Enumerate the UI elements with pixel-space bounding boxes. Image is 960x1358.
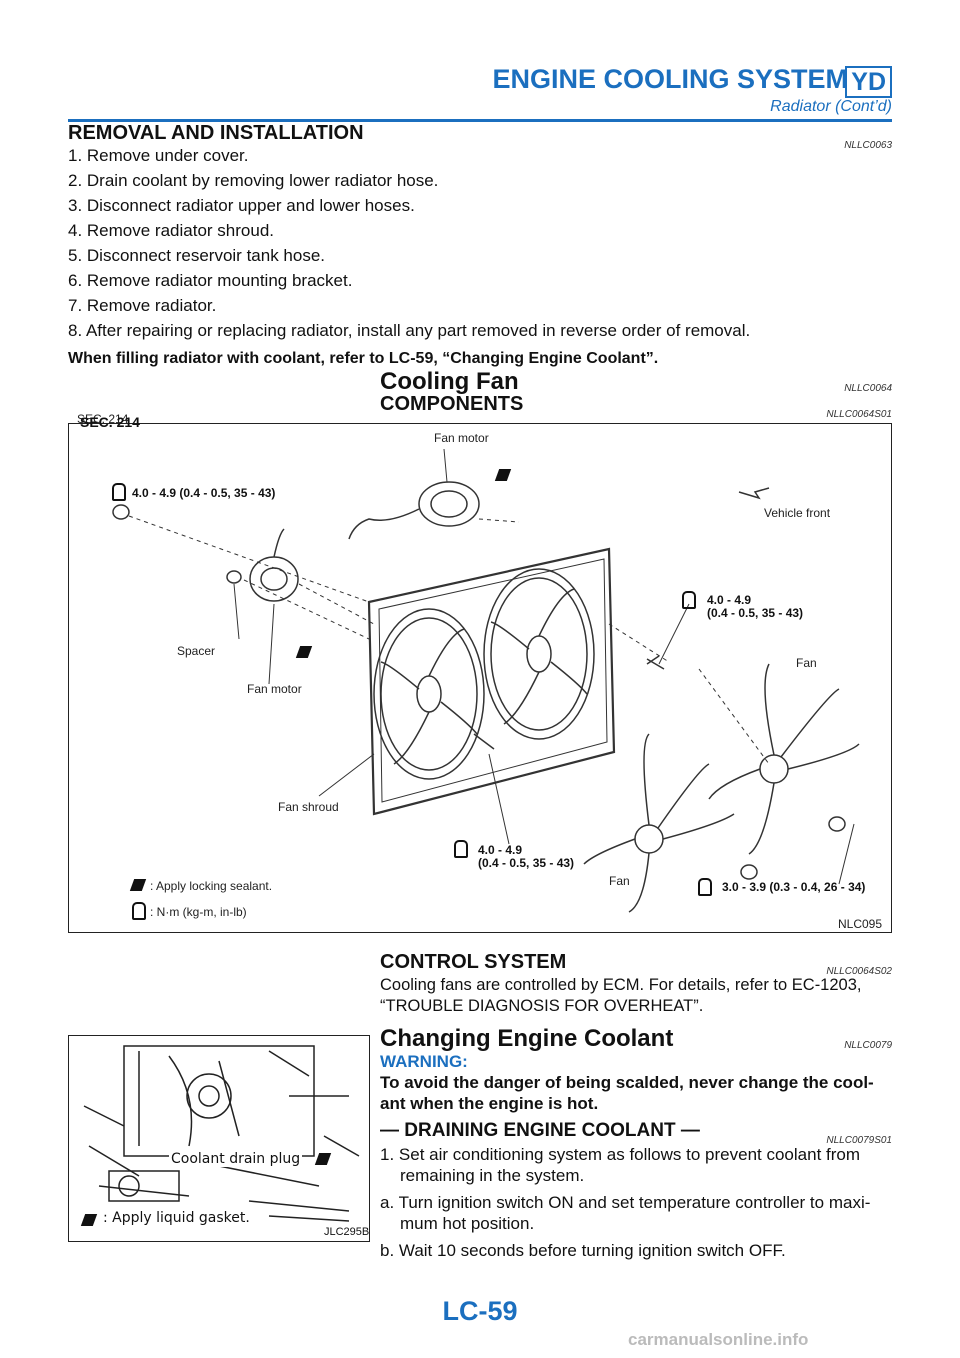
components-heading: COMPONENTS	[380, 393, 524, 415]
components-figure: SEC. 214	[68, 412, 892, 933]
drain-plug-figure: Coolant drain plug : Apply liquid gasket…	[68, 1035, 370, 1242]
label-fan-motor-left: Fan motor	[247, 682, 302, 696]
changing-heading: Changing Engine Coolant	[380, 1025, 674, 1052]
step-a-line-1: a. Turn ignition switch ON and set tempe…	[380, 1193, 871, 1212]
page-number: LC-59	[442, 1296, 518, 1326]
legend-sealant: : Apply locking sealant.	[150, 879, 273, 893]
engine-photo-illustration	[83, 1045, 360, 1222]
step-a-line-2: mum hot position.	[400, 1214, 535, 1233]
model-badge: YD	[845, 66, 892, 98]
removal-note: When filling radiator with coolant, refe…	[68, 350, 659, 367]
label-fan-bottom: Fan	[609, 874, 630, 888]
label-spacer: Spacer	[177, 644, 216, 658]
figure2-id: JLC295B	[324, 1226, 370, 1238]
control-line-2: “TROUBLE DIAGNOSIS FOR OVERHEAT”.	[380, 997, 704, 1015]
label-fan-motor-top: Fan motor	[434, 431, 489, 445]
removal-step: 7. Remove radiator.	[68, 296, 217, 315]
warning-line-2: ant when the engine is hot.	[380, 1094, 599, 1113]
warning-line-1: To avoid the danger of being scalded, ne…	[380, 1073, 874, 1092]
removal-step: 4. Remove radiator shroud.	[68, 221, 274, 240]
step-1-line-2: remaining in the system.	[400, 1166, 585, 1185]
removal-step: 2. Drain coolant by removing lower radia…	[68, 171, 439, 190]
legend-torque: : N·m (kg-m, in-lb)	[150, 905, 247, 919]
page-subtitle: Radiator (Cont’d)	[770, 98, 892, 115]
removal-step: 1. Remove under cover.	[68, 146, 249, 165]
control-code: NLLC0064S02	[826, 966, 892, 977]
label-torque-bottom-2: (0.4 - 0.5, 35 - 43)	[478, 856, 575, 870]
label-torque-right-2: (0.4 - 0.5, 35 - 43)	[707, 606, 804, 620]
draining-code: NLLC0079S01	[826, 1135, 892, 1146]
control-line-1: Cooling fans are controlled by ECM. For …	[380, 976, 862, 994]
torque-icon	[112, 483, 126, 506]
sealant-icon	[314, 1152, 332, 1170]
figure-sec-label: SEC. 214	[77, 412, 129, 426]
figure-id: NLC095	[838, 917, 883, 931]
fan-assembly-diagram	[112, 448, 860, 913]
removal-step: 8. After repairing or replacing radiator…	[68, 321, 751, 340]
changing-code: NLLC0079	[844, 1040, 892, 1051]
step-b: b. Wait 10 seconds before turning igniti…	[380, 1241, 786, 1260]
torque-icon	[454, 840, 468, 863]
label-torque-right-1: 4.0 - 4.9	[707, 593, 752, 607]
torque-icon	[682, 591, 696, 614]
drain-plug-label: Coolant drain plug	[169, 1151, 303, 1167]
draining-heading: — DRAINING ENGINE COOLANT —	[380, 1120, 700, 1141]
label-torque-bottom-1: 4.0 - 4.9	[478, 843, 523, 857]
removal-step: 6. Remove radiator mounting bracket.	[68, 271, 353, 290]
control-heading: CONTROL SYSTEM	[380, 951, 567, 973]
label-fan-shroud: Fan shroud	[278, 800, 339, 814]
step-1-line-1: 1. Set air conditioning system as follow…	[380, 1145, 861, 1164]
gasket-label: : Apply liquid gasket.	[101, 1210, 252, 1226]
label-fan-right: Fan	[796, 656, 817, 670]
sealant-icon	[129, 878, 147, 896]
sealant-icon	[494, 468, 512, 486]
warning-label: WARNING:	[380, 1052, 468, 1071]
cooling-fan-code: NLLC0064	[844, 383, 892, 394]
label-vehicle-front: Vehicle front	[764, 506, 831, 520]
torque-icon	[132, 902, 146, 925]
watermark: carmanualsonline.info	[628, 1330, 809, 1349]
sealant-icon	[295, 645, 313, 663]
components-code: NLLC0064S01	[826, 409, 892, 420]
sec-number: SEC. 214	[80, 414, 140, 430]
torque-icon	[698, 878, 712, 901]
label-torque-bottom-right: 3.0 - 3.9 (0.3 - 0.4, 26 - 34)	[722, 880, 866, 894]
removal-code: NLLC0063	[844, 140, 892, 151]
cooling-fan-heading: Cooling Fan	[380, 368, 519, 395]
sealant-icon	[80, 1213, 98, 1231]
removal-step: 5. Disconnect reservoir tank hose.	[68, 246, 326, 265]
removal-step: 3. Disconnect radiator upper and lower h…	[68, 196, 415, 215]
label-torque-top: 4.0 - 4.9 (0.4 - 0.5, 35 - 43)	[132, 486, 276, 500]
page-title: ENGINE COOLING SYSTEM	[492, 64, 848, 94]
removal-heading: REMOVAL AND INSTALLATION	[68, 122, 364, 144]
header-rule	[68, 119, 892, 122]
